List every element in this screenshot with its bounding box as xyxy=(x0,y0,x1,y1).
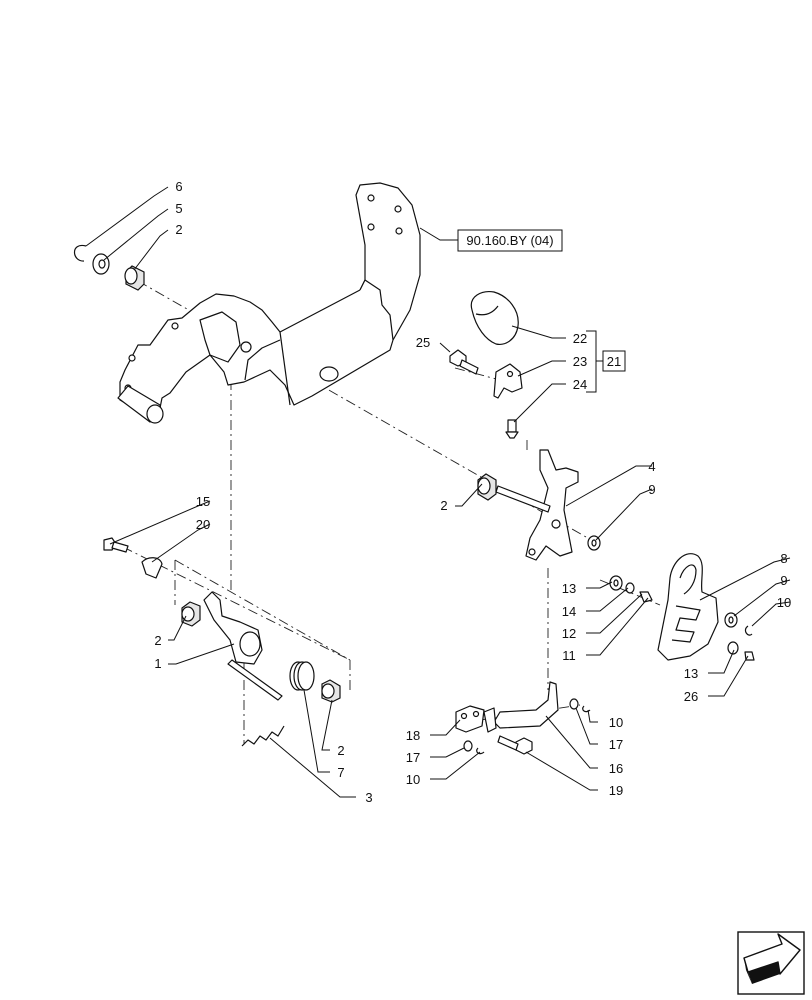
callout-2: 2 xyxy=(154,633,161,648)
callout-13: 13 xyxy=(684,666,698,681)
sector-plate-8 xyxy=(657,553,719,661)
callout-10: 10 xyxy=(609,715,623,730)
callout-10: 10 xyxy=(777,595,791,610)
washer-14 xyxy=(625,582,635,594)
next-page-arrow-icon[interactable] xyxy=(737,931,805,995)
bushing-2-right xyxy=(321,679,341,703)
callout-18: 18 xyxy=(406,728,420,743)
callout-13: 13 xyxy=(562,581,576,596)
bushing-2-top xyxy=(124,265,145,291)
callout-labels: 6 5 2 22 23 24 25 4 9 2 15 20 8 9 10 13 … xyxy=(154,179,791,805)
callout-20: 20 xyxy=(196,517,210,532)
callout-6: 6 xyxy=(175,179,182,194)
pedal-rod-16 xyxy=(483,681,559,733)
lever-1 xyxy=(203,591,283,701)
callout-1: 1 xyxy=(154,656,161,671)
screw-24 xyxy=(505,419,519,439)
callout-22: 22 xyxy=(573,331,587,346)
callout-2: 2 xyxy=(337,743,344,758)
callout-3: 3 xyxy=(365,790,372,805)
group-reference-box[interactable]: 21 xyxy=(602,350,626,372)
callout-25: 25 xyxy=(416,335,430,350)
bushing-2-mid xyxy=(477,473,497,501)
pin-12-11 xyxy=(639,591,653,603)
callout-15: 15 xyxy=(196,494,210,509)
callout-9: 9 xyxy=(780,573,787,588)
washer-5 xyxy=(92,253,110,275)
circlip-6 xyxy=(73,244,87,262)
callout-12: 12 xyxy=(562,626,576,641)
callout-10: 10 xyxy=(406,772,420,787)
group-reference-label: 21 xyxy=(607,354,621,369)
leader-lines xyxy=(85,186,791,798)
washer-13-b xyxy=(727,641,739,655)
callout-17: 17 xyxy=(406,750,420,765)
callout-4: 4 xyxy=(648,459,655,474)
callout-23: 23 xyxy=(573,354,587,369)
washer-13-a xyxy=(609,575,623,591)
washer-9-b xyxy=(724,612,738,628)
plate-23 xyxy=(493,363,523,399)
tension-spring-3 xyxy=(241,725,285,747)
section-reference-label: 90.160.BY (04) xyxy=(466,233,553,248)
screw-15 xyxy=(103,537,129,553)
washer-17-b xyxy=(569,698,579,710)
bushing-2-left xyxy=(181,601,201,627)
handle-knob-22 xyxy=(470,291,519,345)
circlip-10-b xyxy=(476,747,485,755)
callout-19: 19 xyxy=(609,783,623,798)
callout-16: 16 xyxy=(609,761,623,776)
circlip-10-c xyxy=(582,705,591,713)
lever-4 xyxy=(495,449,579,561)
callout-5: 5 xyxy=(175,201,182,216)
group-bracket-21 xyxy=(586,330,603,393)
bracket-18 xyxy=(455,705,485,733)
cam-20 xyxy=(141,557,163,579)
callout-17: 17 xyxy=(609,737,623,752)
bolt-19 xyxy=(497,735,533,755)
section-reference-box[interactable]: 90.160.BY (04) xyxy=(457,229,563,252)
callout-2: 2 xyxy=(175,222,182,237)
callout-7: 7 xyxy=(337,765,344,780)
bolt-25 xyxy=(449,349,479,375)
torsion-spring-7 xyxy=(289,661,315,691)
callout-8: 8 xyxy=(780,551,787,566)
callout-14: 14 xyxy=(562,604,576,619)
callout-26: 26 xyxy=(684,689,698,704)
callout-11: 11 xyxy=(562,648,576,663)
callout-9: 9 xyxy=(648,482,655,497)
circlip-10-a xyxy=(744,625,753,636)
washer-17-a xyxy=(463,740,473,752)
callout-24: 24 xyxy=(573,377,587,392)
callout-2: 2 xyxy=(440,498,447,513)
pedal-bracket-housing xyxy=(117,182,421,424)
